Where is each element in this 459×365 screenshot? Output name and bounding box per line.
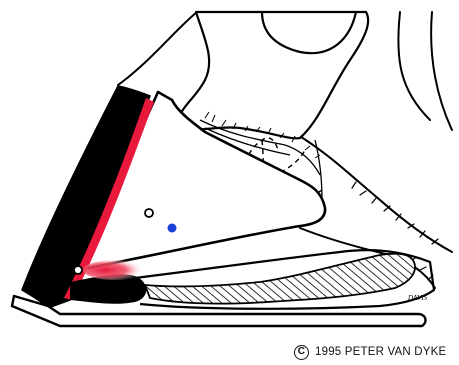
copyright-text: 1995 PETER VAN DYKE — [315, 346, 446, 358]
copyright-notice: C 1995 PETER VAN DYKE — [294, 341, 446, 363]
copyright-icon: C — [294, 345, 309, 360]
digital-cushion-hatched — [145, 254, 415, 304]
pastern-bone-outline — [179, 12, 368, 138]
landmark-circle-lower — [74, 266, 82, 274]
artist-signature: DAVIS — [407, 294, 428, 302]
navicular-blue-point — [168, 224, 177, 233]
landmark-circle-upper — [145, 209, 153, 217]
